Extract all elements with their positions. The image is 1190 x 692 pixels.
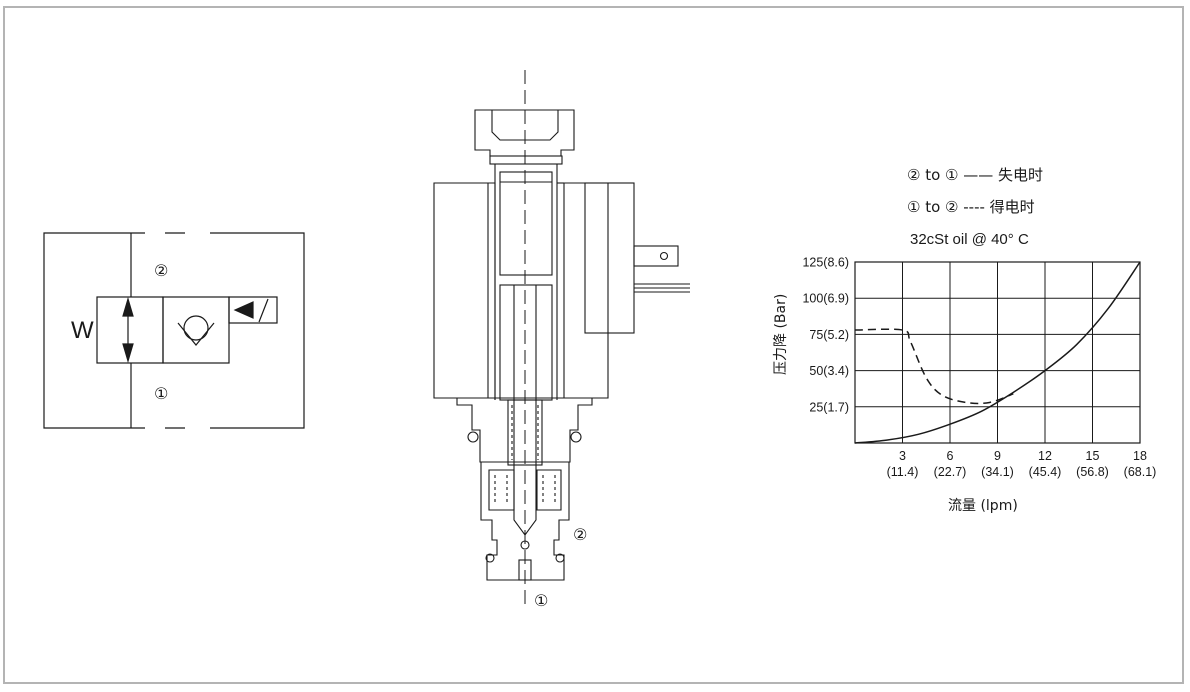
valve-body	[456, 397, 593, 463]
diagram-frame	[3, 6, 1184, 684]
port-2-section: ②	[573, 527, 587, 544]
x-tick-sublabel: (45.4)	[1029, 465, 1062, 479]
y-tick-label: 100(6.9)	[802, 292, 849, 306]
solenoid-box	[228, 296, 278, 324]
check-ball	[183, 315, 209, 341]
series-solid-line	[854, 261, 1141, 444]
hydraulic-symbol	[43, 232, 305, 429]
poppet	[513, 475, 537, 536]
y-tick-label: 25(1.7)	[809, 400, 849, 414]
valve-cross-section	[433, 70, 690, 605]
y-tick-label: 125(8.6)	[802, 256, 849, 270]
symbol-outline	[43, 232, 305, 429]
x-tick-label: 18	[1133, 449, 1147, 463]
port-2-symbol: ②	[154, 263, 168, 280]
coil-left	[433, 182, 489, 399]
spring-mark: W	[71, 317, 94, 344]
arrow-up-head	[122, 296, 134, 317]
x-tick-label: 6	[947, 449, 954, 463]
x-tick-label: 12	[1038, 449, 1052, 463]
x-tick-sublabel: (68.1)	[1124, 465, 1157, 479]
check-seat	[177, 322, 215, 346]
series-dashed-line	[854, 328, 1014, 405]
port-1-symbol: ①	[154, 386, 168, 403]
chart-grid	[854, 261, 1141, 444]
legend-solid: ② to ① —— 失电时	[907, 166, 1043, 184]
x-tick-sublabel: (11.4)	[887, 465, 919, 479]
coil-right	[563, 182, 609, 399]
x-tick-sublabel: (56.8)	[1076, 465, 1109, 479]
connector-tab	[633, 245, 679, 267]
x-tick-labels: 3 (11.4) 6 (22.7) 9 (34.1) 12 (45.4) 15 (56.8) 18 (…	[887, 449, 1157, 479]
x-tick-label: 9	[994, 449, 1001, 463]
legend-dashed: ① to ② ---- 得电时	[907, 198, 1035, 216]
chart-series	[854, 261, 1141, 444]
y-tick-labels: 25(1.7) 50(3.4) 75(5.2) 100(6.9) 125(8.6)	[802, 256, 849, 415]
y-tick-label: 50(3.4)	[809, 364, 849, 378]
x-tick-label: 3	[899, 449, 906, 463]
port-1-section: ①	[534, 593, 548, 610]
chart-subtitle: 32cSt oil @ 40° C	[910, 231, 1029, 248]
pole-piece	[499, 284, 553, 401]
x-tick-sublabel: (34.1)	[981, 465, 1014, 479]
y-axis-label: 压力降 (Bar)	[773, 294, 789, 375]
y-tick-label: 75(5.2)	[809, 328, 849, 342]
arrow-down-head	[122, 343, 134, 364]
x-tick-sublabel: (22.7)	[934, 465, 967, 479]
valve-box-right	[162, 296, 230, 364]
x-tick-label: 15	[1086, 449, 1100, 463]
cage	[480, 461, 570, 581]
armature-tube	[494, 164, 558, 400]
solenoid-arrow	[233, 301, 254, 319]
x-axis-label: 流量 (lpm)	[948, 498, 1018, 514]
connector-housing	[584, 182, 635, 334]
inner-spring-housing	[507, 399, 543, 466]
performance-chart: ② to ① —— 失电时 ① to ② ---- 得电时 32cSt oil …	[773, 166, 1156, 514]
solenoid-slash	[258, 298, 269, 323]
plunger	[499, 171, 553, 276]
